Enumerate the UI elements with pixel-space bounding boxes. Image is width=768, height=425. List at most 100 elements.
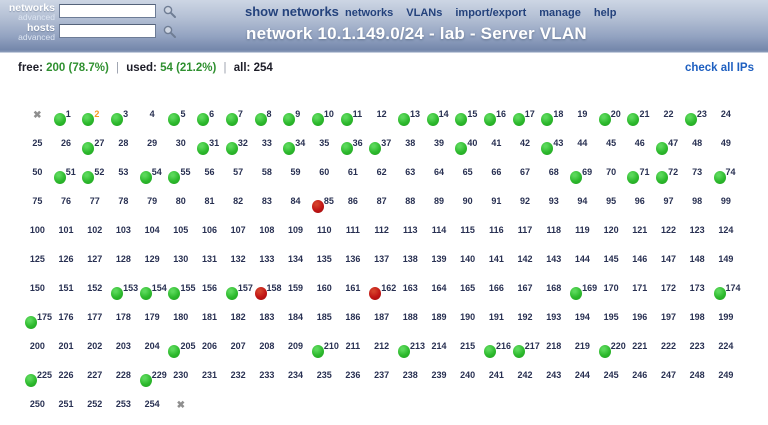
ip-cell-146[interactable]: 146 [625, 251, 654, 280]
ip-cell-64[interactable]: 64 [425, 164, 454, 193]
ip-number[interactable]: 223 [689, 341, 705, 351]
used-ip-dot-green[interactable] [197, 113, 210, 126]
ip-number[interactable]: 27 [94, 138, 105, 148]
check-all-ips-link[interactable]: check all IPs [684, 62, 754, 74]
ip-number[interactable]: 208 [259, 341, 275, 351]
ip-number[interactable]: 83 [261, 196, 272, 206]
ip-cell-242[interactable]: 242 [511, 367, 540, 396]
ip-number[interactable]: 43 [553, 138, 564, 148]
ip-number[interactable]: 8 [266, 109, 272, 119]
ip-cell-237[interactable]: 237 [367, 367, 396, 396]
ip-number[interactable]: 31 [209, 138, 220, 148]
ip-number[interactable]: 33 [261, 138, 272, 148]
ip-cell-114[interactable]: 114 [425, 222, 454, 251]
ip-number[interactable]: 84 [290, 196, 301, 206]
used-ip-dot-green[interactable] [168, 345, 181, 358]
ip-number[interactable]: 160 [316, 283, 332, 293]
ip-cell-228[interactable]: 228 [109, 367, 138, 396]
ip-number[interactable]: 185 [316, 312, 332, 322]
ip-cell-75[interactable]: 75 [23, 193, 52, 222]
ip-number[interactable]: 90 [462, 196, 473, 206]
ip-cell-201[interactable]: 201 [52, 338, 81, 367]
ip-cell-173[interactable]: 173 [683, 280, 712, 309]
ip-number[interactable]: 17 [524, 109, 535, 119]
ip-number[interactable]: 22 [663, 109, 674, 119]
ip-number[interactable]: 45 [606, 138, 617, 148]
ip-number[interactable]: 138 [402, 254, 418, 264]
ip-number[interactable]: 183 [259, 312, 275, 322]
ip-cell-130[interactable]: 130 [166, 251, 195, 280]
ip-number[interactable]: 54 [151, 167, 162, 177]
used-ip-dot-green[interactable] [627, 113, 640, 126]
ip-number[interactable]: 136 [345, 254, 361, 264]
used-ip-dot-green[interactable] [340, 113, 353, 126]
ip-number[interactable]: 40 [467, 138, 478, 148]
ip-number[interactable]: 47 [668, 138, 679, 148]
ip-number[interactable]: 204 [144, 341, 160, 351]
ip-number[interactable]: 62 [376, 167, 387, 177]
ip-cell-148[interactable]: 148 [683, 251, 712, 280]
ip-number[interactable]: 195 [603, 312, 619, 322]
ip-number[interactable]: 88 [405, 196, 416, 206]
ip-cell-44[interactable]: 44 [568, 135, 597, 164]
ip-number[interactable]: 105 [173, 225, 189, 235]
ip-number[interactable]: 164 [431, 283, 447, 293]
ip-number[interactable]: 226 [58, 370, 74, 380]
ip-number[interactable]: 238 [402, 370, 418, 380]
menu-item-networks[interactable]: networks [345, 7, 394, 19]
ip-cell-46[interactable]: 46 [625, 135, 654, 164]
ip-number[interactable]: 129 [144, 254, 160, 264]
ip-cell-48[interactable]: 48 [683, 135, 712, 164]
ip-cell-219[interactable]: 219 [568, 338, 597, 367]
ip-number[interactable]: 219 [574, 341, 590, 351]
ip-cell-247[interactable]: 247 [654, 367, 683, 396]
hosts-advanced-link[interactable]: advanced [18, 32, 55, 42]
ip-number[interactable]: 189 [431, 312, 447, 322]
ip-cell-202[interactable]: 202 [80, 338, 109, 367]
hosts-search-label[interactable]: hosts [26, 22, 55, 34]
ip-number[interactable]: 176 [58, 312, 74, 322]
used-ip-dot-green[interactable] [512, 113, 525, 126]
networks-search-icon[interactable] [162, 4, 177, 19]
ip-number[interactable]: 77 [89, 196, 100, 206]
ip-cell-210[interactable]: 210 [310, 338, 339, 367]
ip-cell-181[interactable]: 181 [195, 309, 224, 338]
ip-cell-4[interactable]: 4 [138, 106, 167, 135]
ip-number[interactable]: 114 [431, 225, 447, 235]
used-ip-dot-green[interactable] [53, 171, 66, 184]
used-ip-dot-green[interactable] [397, 345, 410, 358]
ip-number[interactable]: 71 [639, 167, 650, 177]
ip-cell-102[interactable]: 102 [80, 222, 109, 251]
used-ip-dot-green[interactable] [656, 171, 669, 184]
ip-cell-35[interactable]: 35 [310, 135, 339, 164]
ip-number[interactable]: 188 [402, 312, 418, 322]
ip-cell-14[interactable]: 14 [425, 106, 454, 135]
ip-cell-168[interactable]: 168 [539, 280, 568, 309]
ip-number[interactable]: 87 [376, 196, 387, 206]
ip-number[interactable]: 60 [319, 167, 330, 177]
networks-advanced-link[interactable]: advanced [18, 12, 55, 22]
ip-cell-10[interactable]: 10 [310, 106, 339, 135]
ip-number[interactable]: 120 [603, 225, 619, 235]
ip-cell-109[interactable]: 109 [281, 222, 310, 251]
ip-number[interactable]: 179 [144, 312, 160, 322]
ip-number[interactable]: 162 [381, 283, 397, 293]
ip-number[interactable]: 131 [201, 254, 217, 264]
ip-number[interactable]: 242 [517, 370, 533, 380]
ip-number[interactable]: 92 [520, 196, 531, 206]
ip-cell-19[interactable]: 19 [568, 106, 597, 135]
ip-cell-3[interactable]: 3 [109, 106, 138, 135]
ip-number[interactable]: 206 [201, 341, 217, 351]
ip-cell-12[interactable]: 12 [367, 106, 396, 135]
used-ip-dot-green[interactable] [53, 113, 66, 126]
ip-number[interactable]: 89 [433, 196, 444, 206]
ip-cell-84[interactable]: 84 [281, 193, 310, 222]
ip-cell-68[interactable]: 68 [539, 164, 568, 193]
ip-number[interactable]: 135 [316, 254, 332, 264]
ip-cell-238[interactable]: 238 [396, 367, 425, 396]
ip-cell-136[interactable]: 136 [339, 251, 368, 280]
ip-number[interactable]: 122 [660, 225, 676, 235]
ip-number[interactable]: 205 [180, 341, 196, 351]
ip-cell-179[interactable]: 179 [138, 309, 167, 338]
ip-number[interactable]: 7 [237, 109, 243, 119]
